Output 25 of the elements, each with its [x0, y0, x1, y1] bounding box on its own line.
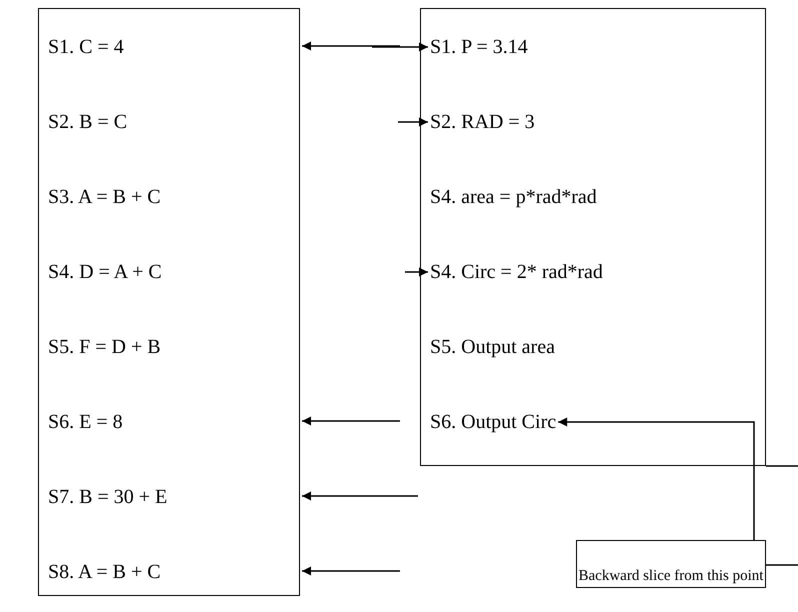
arrow: [302, 416, 400, 426]
code-line: S1. C = 4: [48, 32, 299, 62]
arrow: [405, 268, 428, 276]
code-line: S4. area = p*rad*rad: [430, 182, 597, 212]
code-line: S5. F = D + B: [48, 332, 299, 362]
code-line: S2. B = C: [48, 107, 299, 137]
note-box: Backward slice from this point: [576, 540, 766, 588]
arrow: [398, 118, 428, 126]
code-line: S6. E = 8: [48, 407, 299, 437]
code-line: S5. Output area: [430, 332, 555, 362]
code-line: S6. Output Circ: [430, 407, 556, 437]
code-panel: [38, 8, 300, 596]
code-line: S4. D = A + C: [48, 257, 299, 287]
arrow: [372, 42, 428, 52]
code-panel: [420, 8, 766, 466]
code-line: S8. A = B + C: [48, 557, 299, 587]
arrow: [302, 492, 418, 500]
code-line: S7. B = 30 + E: [48, 482, 299, 512]
arrow: [302, 566, 400, 576]
code-line: S1. P = 3.14: [430, 32, 528, 62]
arrow: [302, 42, 400, 50]
code-line: S4. Circ = 2* rad*rad: [430, 257, 603, 287]
code-line: S3. A = B + C: [48, 182, 299, 212]
code-line: S2. RAD = 3: [430, 107, 535, 137]
arrow: [558, 418, 755, 540]
